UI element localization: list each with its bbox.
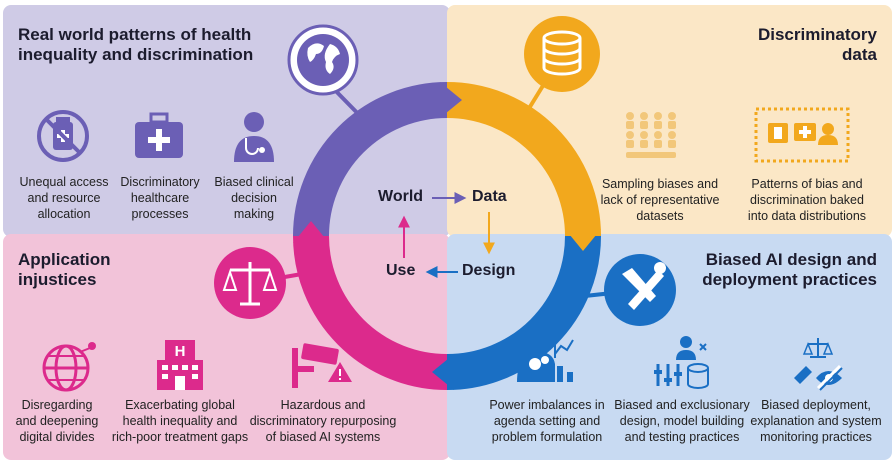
data-distribution-icon [754, 107, 850, 163]
world-segment [293, 82, 448, 237]
hospital-icon: H [157, 340, 203, 390]
surveillance-camera-icon [292, 343, 352, 388]
crowd-icon [626, 112, 676, 158]
digital-globe-icon [42, 342, 96, 392]
power-imbalance-icon [517, 339, 574, 382]
database-icon [524, 16, 600, 92]
svg-text:H: H [175, 343, 186, 360]
data-segment [446, 82, 601, 237]
item-biased-deployment: Biased deployment,explanation and system… [750, 398, 882, 444]
use-segment [293, 235, 448, 390]
monitoring-icon [794, 338, 843, 391]
medical-kit-icon [135, 112, 183, 158]
doctor-icon [234, 112, 274, 162]
tools-icon [604, 254, 676, 326]
cycle-label-design: Design [462, 262, 516, 279]
scales-icon [214, 247, 286, 319]
design-tools-icon [654, 336, 709, 389]
design-segment [446, 235, 601, 390]
globe-icon [287, 24, 359, 96]
cycle-label-world: World [378, 188, 424, 205]
no-medicine-icon [37, 110, 89, 162]
cycle-label-data: Data [472, 188, 507, 205]
cycle-label-use: Use [386, 262, 416, 279]
